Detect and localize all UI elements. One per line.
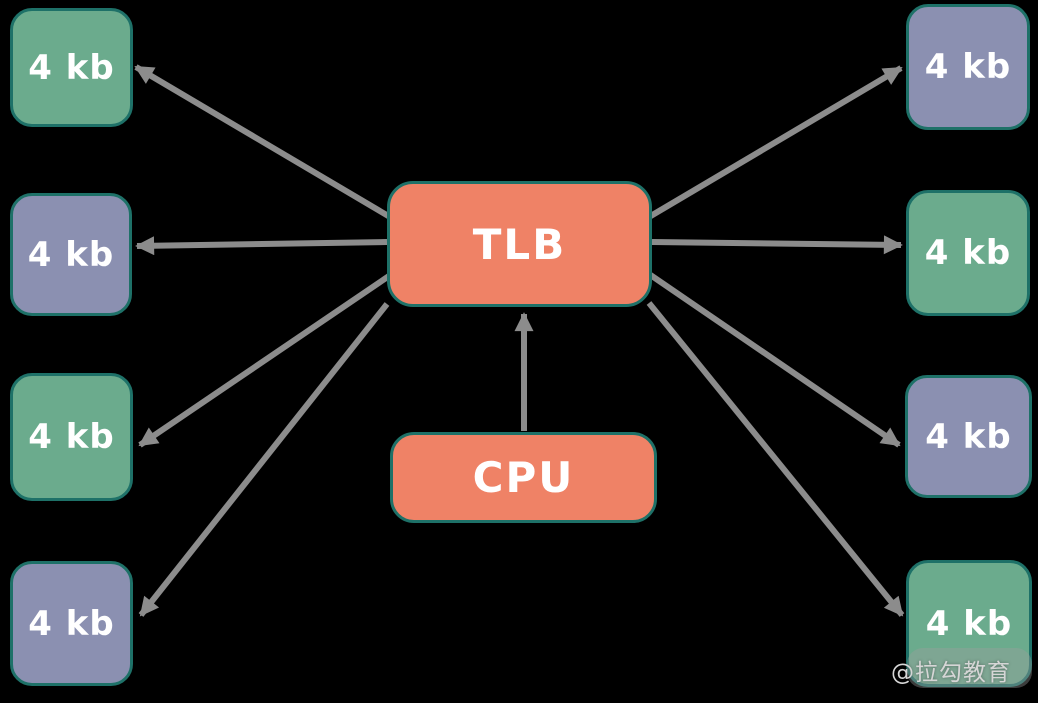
- arrow-tlb-to-page-left-1: [134, 64, 392, 220]
- page-box-right-3: 4 kb: [905, 375, 1032, 498]
- page-label: 4 kb: [924, 47, 1012, 87]
- watermark-background: [907, 648, 1032, 688]
- arrow-tlb-to-page-right-2: [651, 235, 903, 255]
- page-box-left-3: 4 kb: [10, 373, 133, 501]
- tlb-node: TLB: [387, 181, 652, 307]
- arrow-tlb-to-page-right-4: [646, 301, 905, 617]
- page-box-left-1: 4 kb: [10, 8, 133, 127]
- page-label: 4 kb: [28, 603, 115, 644]
- page-label: 4 kb: [925, 416, 1012, 457]
- cpu-node: CPU: [390, 432, 657, 523]
- page-box-right-2: 4 kb: [906, 190, 1030, 316]
- page-box-right-1: 4 kb: [906, 4, 1030, 130]
- tlb-label: TLB: [472, 219, 567, 269]
- page-label: 4 kb: [27, 234, 115, 275]
- page-label: 4 kb: [28, 417, 115, 457]
- arrow-tlb-to-page-left-3: [138, 273, 391, 448]
- arrow-tlb-to-page-left-2: [135, 236, 388, 256]
- page-box-left-2: 4 kb: [10, 193, 132, 316]
- page-label: 4 kb: [28, 47, 115, 88]
- cpu-label: CPU: [472, 453, 575, 502]
- page-box-left-4: 4 kb: [10, 561, 133, 686]
- page-label: 4 kb: [924, 233, 1012, 273]
- arrow-tlb-to-page-right-1: [647, 65, 903, 220]
- arrow-tlb-to-page-left-4: [138, 302, 390, 617]
- page-box-right-4: 4 kb: [906, 560, 1032, 687]
- page-label: 4 kb: [925, 603, 1013, 644]
- watermark: @拉勾教育: [891, 660, 1011, 686]
- arrow-tlb-to-page-right-3: [647, 271, 901, 448]
